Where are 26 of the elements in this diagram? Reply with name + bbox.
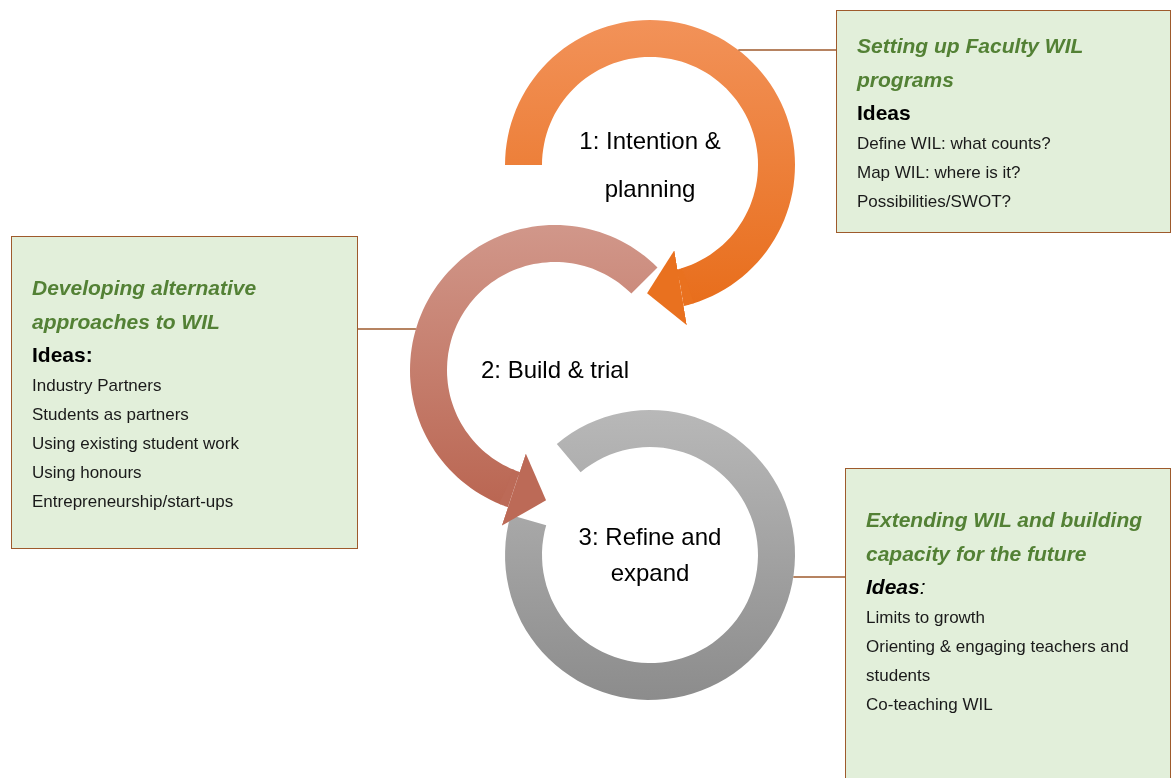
idea-item: Industry Partners [32, 375, 163, 397]
idea-item: Possibilities/SWOT? [857, 191, 1012, 213]
idea-item: Define WIL: what counts? [857, 133, 1052, 155]
ideas-heading: Ideas: [32, 342, 94, 368]
idea-item: Students as partners [32, 404, 190, 426]
idea-item: Limits to growth [866, 607, 987, 629]
ideas-heading: Ideas [857, 100, 912, 126]
idea-item: Using honours [32, 462, 143, 484]
callout-title: Developing alternative approaches to WIL [32, 275, 258, 335]
callout-box [836, 10, 1171, 233]
leader-line [792, 576, 846, 578]
callout-title: Extending WIL and building capacity for the future [866, 507, 1144, 567]
stage-label: 2: Build & trial [480, 355, 630, 385]
leader-line [737, 49, 837, 51]
stage-label: 3: Refine and expand [577, 522, 723, 588]
callout-title: Setting up Faculty WIL programs [857, 33, 1084, 93]
idea-item: Map WIL: where is it? [857, 162, 1022, 184]
idea-item: Orienting & engaging teachers and students [866, 636, 1130, 687]
leader-line [357, 328, 417, 330]
ideas-heading: Ideas: [866, 574, 927, 600]
idea-item: Using existing student work [32, 433, 240, 455]
callout-box [11, 236, 358, 549]
idea-item: Co-teaching WIL [866, 694, 994, 716]
idea-item: Entrepreneurship/start-ups [32, 491, 235, 513]
stage-label: 1: Intention & planning [578, 126, 722, 204]
callout-box [845, 468, 1171, 778]
